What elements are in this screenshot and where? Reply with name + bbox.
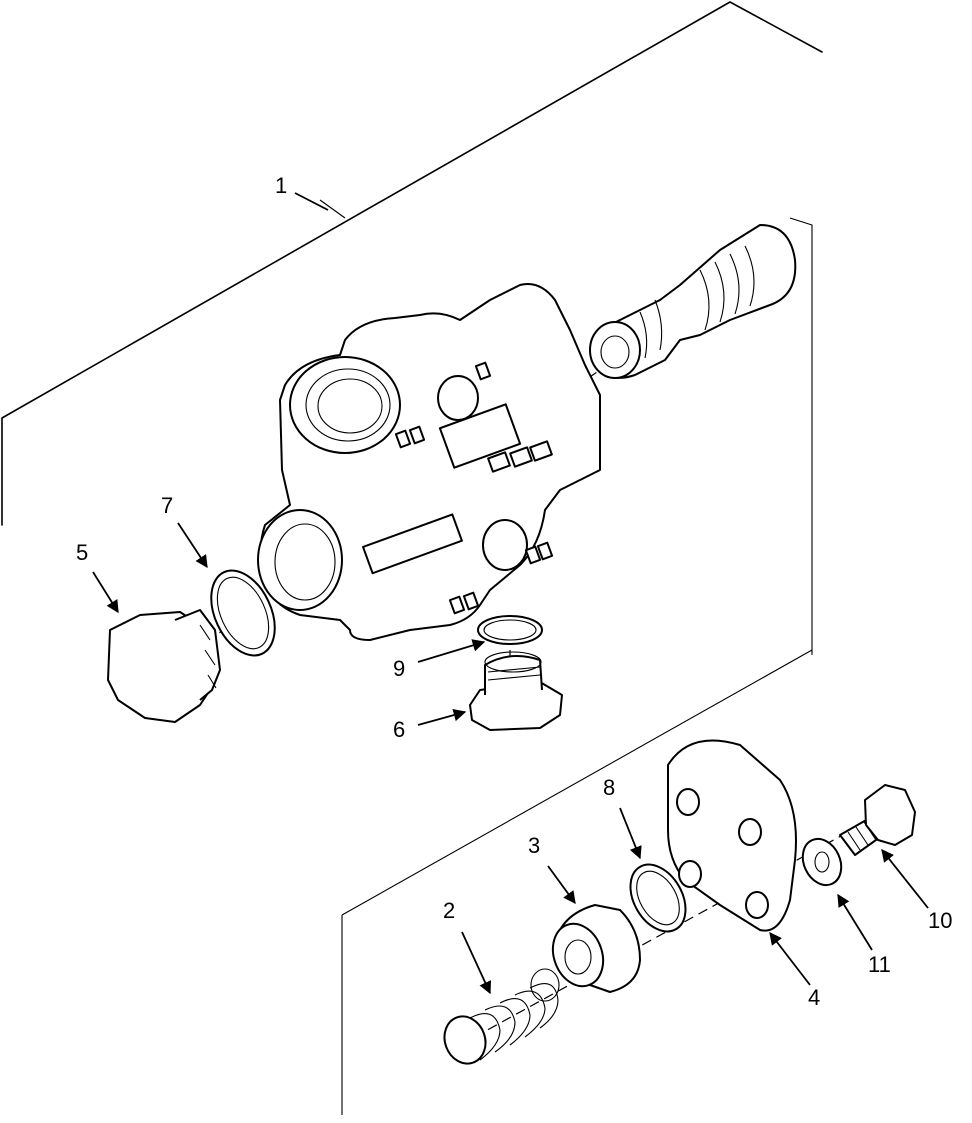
callout-label: 11	[868, 952, 891, 977]
assembly-boundary	[1, 1, 823, 1115]
o-ring-9	[477, 615, 543, 645]
callout-9: 9	[393, 639, 486, 681]
callout-label: 3	[528, 833, 540, 858]
callout-label: 6	[393, 717, 405, 742]
callout-1: 1	[275, 173, 329, 211]
valve-body	[257, 283, 601, 641]
callout-label: 8	[603, 775, 615, 800]
callout-6: 6	[393, 708, 467, 742]
callout-11: 11	[837, 893, 891, 977]
spring	[443, 968, 560, 1065]
o-ring-7	[210, 569, 276, 657]
hex-fitting	[469, 651, 563, 731]
callout-2: 2	[443, 898, 491, 995]
washer	[801, 837, 843, 887]
callout-3: 3	[528, 833, 576, 905]
piston	[551, 904, 641, 993]
callout-7: 7	[161, 493, 208, 569]
callout-label: 9	[393, 656, 405, 681]
cover-plate	[667, 739, 797, 932]
callout-label: 10	[928, 908, 952, 933]
callout-5: 5	[76, 540, 119, 614]
valve-spool	[589, 224, 797, 379]
callout-label: 1	[275, 173, 287, 198]
callout-label: 4	[808, 985, 820, 1010]
callout-10: 10	[881, 849, 952, 933]
hex-plug	[107, 609, 221, 723]
callout-label: 5	[76, 540, 88, 565]
bolt	[839, 784, 916, 856]
callout-4: 4	[769, 932, 820, 1010]
o-ring-8	[629, 863, 687, 933]
callout-label: 2	[443, 898, 455, 923]
callout-label: 7	[161, 493, 173, 518]
callout-8: 8	[603, 775, 642, 860]
